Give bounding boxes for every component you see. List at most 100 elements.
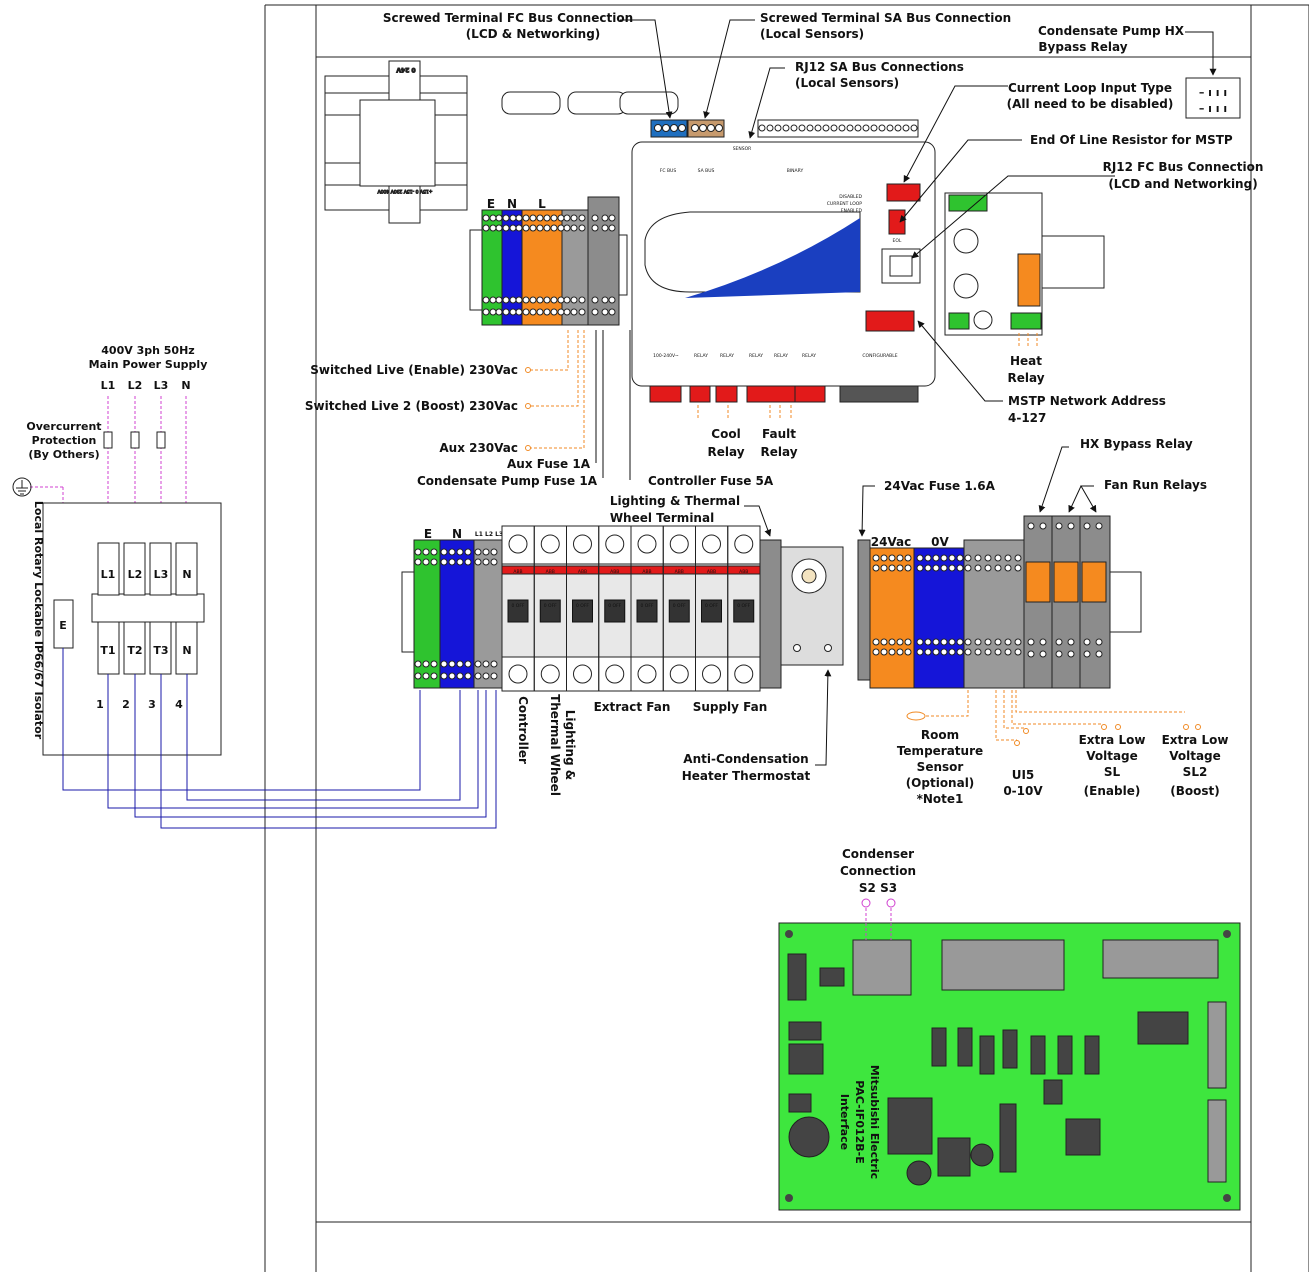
terminal-screw bbox=[529, 308, 537, 316]
isolator-label: Local Rotary Lockable IP66/67 Isolator bbox=[32, 501, 45, 740]
current-loop-label-2: (All need to be disabled) bbox=[1007, 97, 1174, 111]
elv-sl-label-3: SL bbox=[1104, 765, 1121, 779]
terminal-screw bbox=[591, 224, 599, 232]
terminal-screw bbox=[872, 638, 880, 646]
terminal-screw bbox=[932, 554, 940, 562]
rail2-earth-label: E bbox=[424, 527, 432, 541]
mstp-address-dip-switch bbox=[865, 310, 915, 332]
terminal-screw bbox=[948, 648, 956, 656]
terminal-screw bbox=[1004, 554, 1012, 562]
mcb-state-label: 0 OFF bbox=[576, 603, 589, 609]
mitsubishi-interface-pcb: Mitsubishi Electric PAC-IF012B-E Interfa… bbox=[778, 898, 1241, 1211]
condenser-label-1: Condenser bbox=[842, 847, 914, 861]
terminal-screw bbox=[495, 214, 503, 222]
terminal-screw bbox=[1083, 522, 1091, 530]
transformer: 0 24V +15V 0 -15V 230V 400V bbox=[324, 60, 468, 224]
terminal-screw bbox=[940, 638, 948, 646]
terminal-screw bbox=[578, 308, 586, 316]
svg-text:– ı ı ı: – ı ı ı bbox=[1199, 102, 1227, 115]
mcb-state-label: 0 OFF bbox=[544, 603, 557, 609]
terminal-screw bbox=[563, 224, 571, 232]
terminal-screw bbox=[924, 554, 932, 562]
terminal-screw bbox=[536, 214, 544, 222]
terminal-screw bbox=[608, 296, 616, 304]
terminal-screw bbox=[448, 660, 456, 668]
terminal-screw bbox=[608, 308, 616, 316]
terminal-screw bbox=[495, 224, 503, 232]
terminal-screw bbox=[964, 564, 972, 572]
terminal-screw bbox=[924, 648, 932, 656]
terminal-screw bbox=[830, 124, 838, 132]
terminal-screw bbox=[1083, 650, 1091, 658]
controller-fuse-label: Controller Fuse 5A bbox=[648, 474, 774, 488]
mcb-bottom-screw bbox=[702, 664, 721, 684]
terminal-rail-1: E N L bbox=[469, 196, 628, 326]
terminal-screw bbox=[994, 648, 1002, 656]
mcb-state-label: 0 OFF bbox=[511, 603, 524, 609]
switched-live-label: Switched Live (Enable) 230Vac bbox=[310, 363, 518, 377]
rail-24vac-label: 24Vac bbox=[871, 535, 912, 549]
iso-top-l3: L3 bbox=[154, 568, 169, 581]
terminal-screw bbox=[994, 564, 1002, 572]
terminal-screw bbox=[482, 308, 490, 316]
terminal-screw bbox=[1067, 650, 1075, 658]
terminal-screw bbox=[974, 554, 982, 562]
terminal-screw bbox=[924, 564, 932, 572]
terminal-screw bbox=[601, 224, 609, 232]
terminal-screw bbox=[515, 296, 523, 304]
mcb-bottom-screw bbox=[573, 664, 592, 684]
terminal-screw bbox=[904, 564, 912, 572]
eol-switch bbox=[888, 209, 906, 235]
heat-relay-label-1: Heat bbox=[1010, 354, 1042, 368]
terminal-screw bbox=[956, 564, 964, 572]
terminal-screw bbox=[904, 648, 912, 656]
mcb-toggle bbox=[539, 599, 561, 623]
terminal-screw bbox=[550, 224, 558, 232]
dip-current-loop-label: CURRENT LOOP bbox=[827, 201, 863, 207]
terminal-screw bbox=[984, 648, 992, 656]
mcb-bottom-screw bbox=[605, 664, 625, 684]
overcurrent-line2: Protection bbox=[32, 434, 97, 447]
terminal-screw bbox=[489, 296, 497, 304]
heat-relay-label-2: Relay bbox=[1007, 371, 1044, 385]
pcb-label-line1: Mitsubishi Electric bbox=[868, 1065, 881, 1179]
terminal-screw bbox=[790, 124, 798, 132]
terminal-screw bbox=[974, 564, 982, 572]
supply-fan-label: Supply Fan bbox=[693, 700, 768, 714]
eol-mstp-label: End Of Line Resistor for MSTP bbox=[1030, 133, 1233, 147]
terminal-screw bbox=[838, 124, 846, 132]
iso-top-l1: L1 bbox=[101, 568, 116, 581]
terminal-screw bbox=[1083, 638, 1091, 646]
terminal-screw bbox=[894, 124, 902, 132]
signal-wires bbox=[530, 330, 1185, 741]
terminal-screw bbox=[482, 548, 490, 556]
pcb-label-line3: Interface bbox=[838, 1094, 851, 1150]
dip-disabled-label: DISABLED bbox=[839, 194, 862, 200]
cool-relay-label-1: Cool bbox=[711, 427, 740, 441]
terminal-screw bbox=[591, 296, 599, 304]
anti-condensation-thermostat bbox=[780, 546, 844, 666]
mcb-bottom-screw bbox=[540, 664, 560, 684]
relay-label-4: RELAY bbox=[774, 353, 788, 359]
terminal-screw bbox=[956, 648, 964, 656]
terminal-screw bbox=[578, 214, 586, 222]
rail1-neutral-label: N bbox=[507, 197, 517, 211]
terminal-screw bbox=[932, 638, 940, 646]
elv-sl-label-4: (Enable) bbox=[1084, 784, 1141, 798]
rail-0v-label: 0V bbox=[931, 535, 949, 549]
terminal-screw bbox=[489, 214, 497, 222]
iso-num-3: 3 bbox=[148, 698, 156, 711]
iso-earth: E bbox=[59, 619, 67, 632]
terminal-screw bbox=[414, 672, 422, 680]
terminal-screw bbox=[502, 308, 510, 316]
output-terminals bbox=[525, 367, 1201, 746]
terminal-screw bbox=[482, 296, 490, 304]
terminal-screw bbox=[888, 554, 896, 562]
terminal-screw bbox=[880, 564, 888, 572]
iso-bottom-t2: T2 bbox=[127, 644, 142, 657]
terminal-screw bbox=[495, 308, 503, 316]
eol-label: EOL bbox=[893, 238, 902, 244]
terminal-screw bbox=[591, 214, 599, 222]
terminal-screw bbox=[422, 558, 430, 566]
svg-text:– ı ı ı: – ı ı ı bbox=[1199, 86, 1227, 99]
